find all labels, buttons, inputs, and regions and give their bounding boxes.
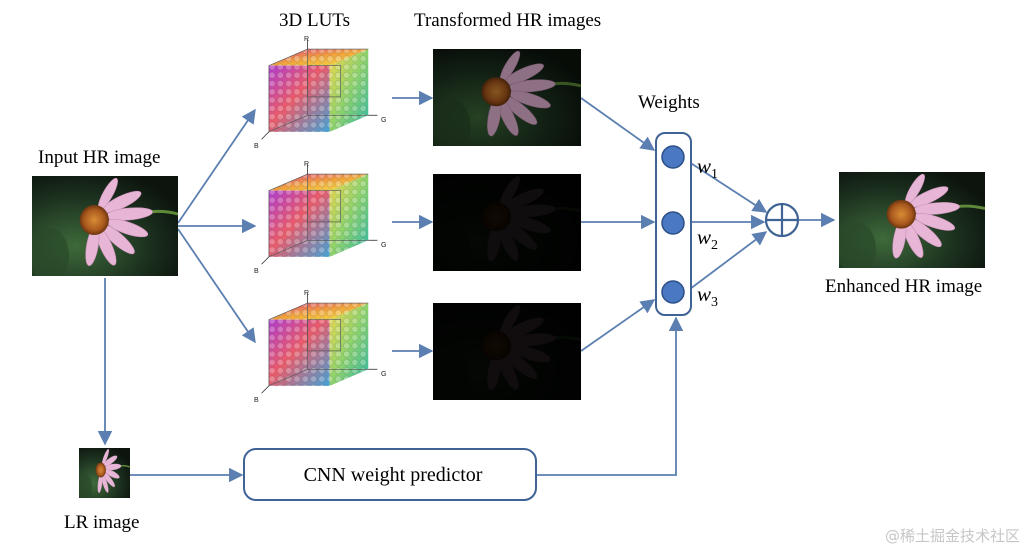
weight-symbol-2: w2 — [697, 225, 719, 254]
transformed-image-1 — [433, 49, 581, 146]
lut-cube-2 — [262, 165, 378, 264]
cube-axis-letters: R G B R G B R G B — [254, 36, 386, 404]
weights-label: Weights — [638, 92, 700, 113]
lr-image — [78, 448, 130, 502]
sum-operator — [764, 202, 800, 238]
cnn-weight-predictor-label: CNN weight predictor — [303, 464, 483, 486]
enhanced-hr-image — [837, 172, 985, 276]
cube3-axis-r: R — [304, 290, 309, 297]
weight-node-2 — [661, 211, 685, 235]
input-hr-image — [30, 176, 178, 284]
input-hr-label: Input HR image — [38, 147, 161, 168]
cube2-axis-r: R — [304, 161, 309, 168]
cube2-axis-g: G — [381, 242, 386, 249]
weight-node-1 — [661, 145, 685, 169]
cube1-axis-b: B — [254, 143, 259, 150]
weight-node-3 — [661, 280, 685, 304]
cube3-axis-b: B — [254, 397, 259, 404]
connector-arrows — [97, 90, 836, 483]
transformed-label: Transformed HR images — [414, 10, 602, 31]
cube1-axis-r: R — [304, 36, 309, 43]
cube1-axis-g: G — [381, 117, 386, 124]
weights-capsule — [655, 132, 692, 316]
enhanced-label: Enhanced HR image — [825, 276, 983, 297]
transformed-image-3 — [433, 303, 581, 400]
cnn-weight-predictor-box — [243, 448, 537, 501]
watermark: @稀土掘金技术社区 — [884, 527, 1020, 545]
weight-symbol-3: w3 — [697, 282, 719, 311]
lr-label: LR image — [64, 512, 140, 533]
transformed-image-2 — [433, 174, 581, 271]
cube2-axis-b: B — [254, 268, 259, 275]
cube3-axis-g: G — [381, 371, 386, 378]
weight-symbol-1: w1 — [697, 154, 719, 183]
lut-cube-1 — [262, 40, 378, 139]
lut-cube-3 — [262, 294, 378, 393]
luts-label: 3D LUTs — [279, 10, 350, 31]
